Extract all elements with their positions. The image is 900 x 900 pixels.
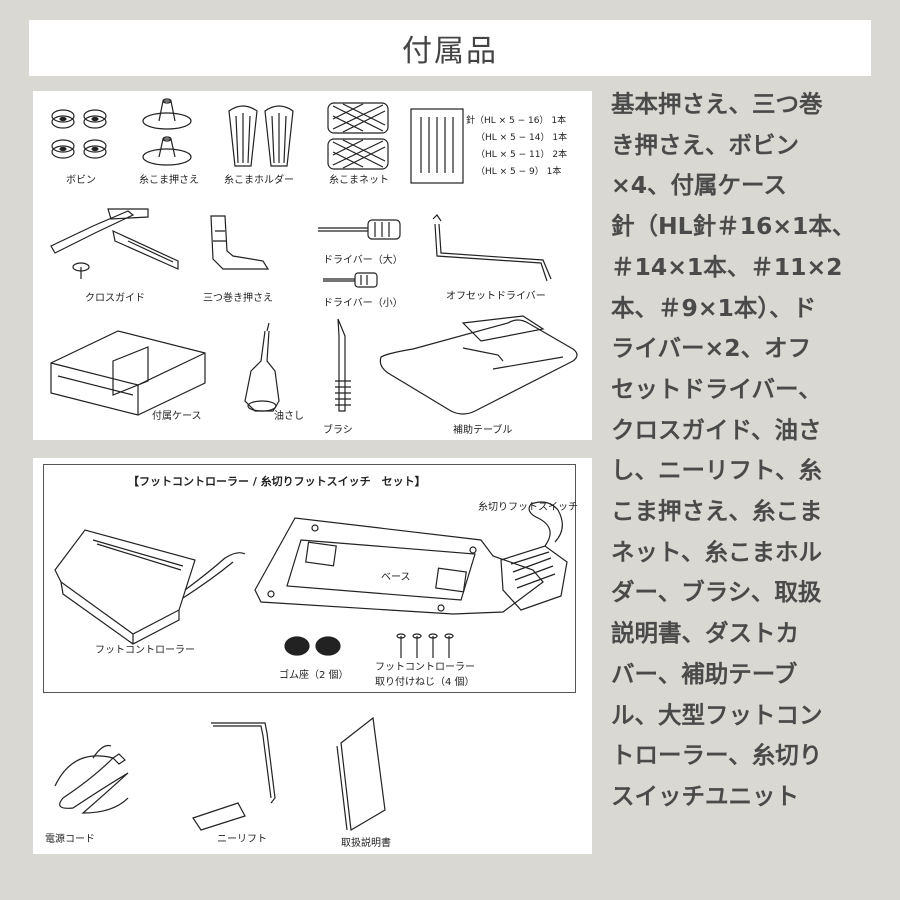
knee-lift-label: ニーリフト xyxy=(217,834,267,845)
set-title-label: 【フットコントローラー / 糸切りフットスイッチ セット】 xyxy=(128,475,426,488)
accessory-description: 基本押さえ、三つ巻 き押さえ、ボビン ×4、付属ケース 針（HL針＃16×1本、… xyxy=(611,84,881,817)
description-line: ライバー×2、オフ xyxy=(611,334,812,363)
screws-icon xyxy=(396,633,454,658)
needle-label-1: 針（HL × 5 − 16） 1本 xyxy=(466,116,567,126)
driver-small-icon xyxy=(323,272,378,288)
base-label: ベース xyxy=(381,572,411,583)
oiler-icon xyxy=(244,322,280,412)
page-title: 付属品 xyxy=(402,34,498,69)
spool-cap-label: 糸こま押さえ xyxy=(139,175,199,186)
description-line: 基本押さえ、三つ巻 xyxy=(611,90,823,118)
description-line: 本、＃9×1本）、ド xyxy=(611,293,817,322)
bobbin-icons xyxy=(51,109,107,159)
knee-lift-icon xyxy=(192,722,276,831)
extension-table-icon xyxy=(379,315,578,415)
cross-guide-icon xyxy=(50,208,179,279)
description-line: バー、補助テーブ xyxy=(611,659,798,688)
description-line: ダー、ブラシ、取扱 xyxy=(611,578,822,607)
description-line: セットドライバー、 xyxy=(611,374,822,403)
base-plate-icon xyxy=(254,517,544,615)
cross-guide-label: クロスガイド xyxy=(85,293,145,304)
description-line: 説明書、ダストカ xyxy=(611,619,799,648)
description-line: き押さえ、ボビン xyxy=(611,130,799,159)
description-line: スイッチユニット xyxy=(611,781,799,810)
foot-controller-set-box xyxy=(43,464,576,693)
manual-icon xyxy=(336,716,386,831)
description-line: ル、大型フットコン xyxy=(611,700,823,729)
description-line: ネット、糸こまホル xyxy=(611,537,823,566)
case-label: 付属ケース xyxy=(152,411,202,422)
thread-switch-icon xyxy=(500,501,568,611)
screws-label-1: フットコントローラー xyxy=(375,662,475,673)
spool-net-label: 糸こまネット xyxy=(329,175,389,186)
driver-large-icon xyxy=(318,219,401,240)
spool-holder-label: 糸こまホルダー xyxy=(224,175,294,186)
offset-driver-label: オフセットドライバー xyxy=(446,291,546,302)
spool-holder-icons xyxy=(228,105,294,167)
brush-icon xyxy=(335,318,351,412)
title-bar: 付属品 xyxy=(29,20,871,76)
description-line: 針（HL針＃16×1本、 xyxy=(611,212,856,241)
accessories-illustration xyxy=(50,98,578,416)
brush-label: ブラシ xyxy=(323,425,353,436)
description-line: ＃14×1本、＃11×2 xyxy=(611,252,843,281)
extension-table-label: 補助テーブル xyxy=(453,425,513,436)
needle-label-3: （HL × 5 − 11） 2本 xyxy=(476,150,568,160)
bobbin-label: ボビン xyxy=(66,175,96,186)
screws-label-2: 取り付けねじ（4 個） xyxy=(375,677,475,688)
driver-large-label: ドライバー（大） xyxy=(323,255,403,266)
hemmer-foot-label: 三つ巻き押さえ xyxy=(203,293,273,304)
oiler-label: 油さし xyxy=(274,411,304,422)
needle-label-4: （HL × 5 − 9） 1本 xyxy=(476,167,562,177)
description-line: トローラー、糸切り xyxy=(611,741,823,770)
foot-controller-label: フットコントローラー xyxy=(95,645,195,656)
needle-card-icon xyxy=(410,108,464,184)
needle-label-2: （HL × 5 − 14） 1本 xyxy=(476,133,568,143)
manual-label: 取扱説明書 xyxy=(341,838,391,849)
foot-controller-panel: 【フットコントローラー / 糸切りフットスイッチ セット】 糸切りフットスイッチ… xyxy=(33,458,592,854)
description-line: クロスガイド、油さ xyxy=(611,415,822,444)
driver-small-label: ドライバー（小） xyxy=(323,298,403,309)
spool-net-icons xyxy=(327,102,389,170)
offset-driver-icon xyxy=(432,214,552,282)
thread-switch-label: 糸切りフットスイッチ xyxy=(478,502,578,513)
foot-controller-illustration xyxy=(54,501,568,831)
power-cord-icon xyxy=(54,744,129,814)
rubber-feet-label: ゴム座（2 個） xyxy=(279,670,349,681)
hemmer-foot-icon xyxy=(210,215,270,270)
accessories-panel: ボビン 糸こま押さえ 糸こまホルダー 糸こまネット 針（HL × 5 − 16）… xyxy=(33,91,592,440)
description-line: こま押さえ、糸こま xyxy=(611,497,823,526)
case-icon xyxy=(50,330,206,416)
foot-controller-icon xyxy=(54,529,246,645)
power-cord-label: 電源コード xyxy=(45,834,95,845)
description-line: し、ニーリフト、糸 xyxy=(611,456,823,485)
spool-cap-icons xyxy=(142,98,192,166)
description-line: ×4、付属ケース xyxy=(611,171,787,200)
rubber-feet-icon xyxy=(284,636,341,656)
